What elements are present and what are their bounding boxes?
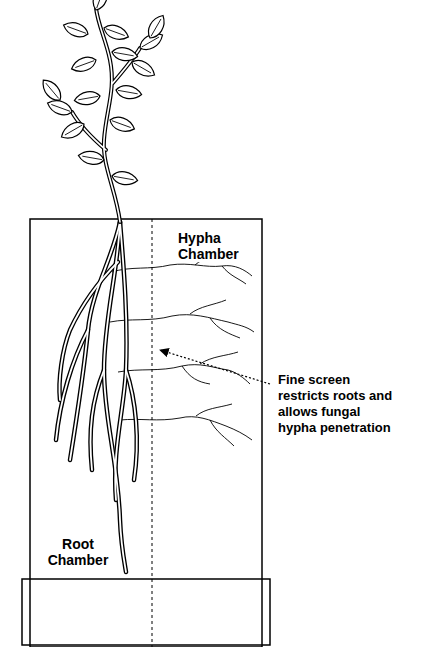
leaf-midrib: [114, 176, 134, 179]
leaf-blade: [102, 22, 131, 43]
leaf-midrib: [75, 61, 94, 68]
leaf-midrib: [65, 125, 82, 135]
leaf-midrib: [46, 83, 59, 98]
chamber-label: Root Chamber: [38, 536, 118, 568]
leaf: [144, 12, 168, 41]
leaf-blade: [111, 46, 139, 63]
leaf-midrib: [106, 29, 125, 36]
leaf-blade: [77, 149, 105, 166]
leaf-midrib: [51, 104, 70, 111]
leaf-blade: [129, 56, 158, 80]
leaf-midrib: [82, 156, 102, 159]
leaf-midrib: [112, 121, 131, 128]
leaf: [102, 22, 131, 43]
tray: [22, 579, 270, 645]
leaf: [129, 56, 158, 80]
leaves: [38, 0, 168, 187]
leaf-blade: [38, 76, 64, 104]
container: [30, 219, 262, 647]
leaf-midrib: [67, 26, 86, 33]
leaf-midrib: [134, 63, 151, 73]
hyphae: [110, 254, 254, 446]
leaf-blade: [61, 19, 90, 40]
leaf: [61, 19, 90, 40]
leaf-blade: [69, 54, 98, 75]
roots: [56, 222, 137, 572]
leaf-blade: [115, 84, 143, 101]
leaf-blade: [90, 0, 111, 12]
leaf: [108, 114, 137, 135]
callout-leader: [160, 350, 270, 384]
leaf: [90, 0, 111, 12]
leaf-midrib: [151, 19, 161, 36]
fine-screen: [152, 219, 153, 647]
leaf: [111, 46, 139, 63]
leaf: [38, 76, 64, 104]
leaf-midrib: [78, 96, 98, 99]
leaf-blade: [73, 90, 101, 107]
leaf-blade: [144, 12, 168, 41]
leaf: [111, 170, 139, 187]
leaf-blade: [111, 170, 139, 187]
stem: [72, 8, 140, 222]
leaf-midrib: [97, 0, 104, 8]
leaf-midrib: [118, 90, 138, 93]
leaf: [69, 54, 98, 75]
chamber-label: Hypha Chamber: [176, 230, 256, 262]
leaf: [58, 118, 87, 142]
leaf-blade: [108, 114, 137, 135]
leaf: [77, 149, 105, 166]
leaf-midrib: [114, 52, 134, 55]
callout-text: Fine screen restricts roots and allows f…: [276, 372, 398, 436]
leaf: [115, 84, 143, 101]
leaf-blade: [58, 118, 87, 142]
leaf: [73, 90, 101, 107]
